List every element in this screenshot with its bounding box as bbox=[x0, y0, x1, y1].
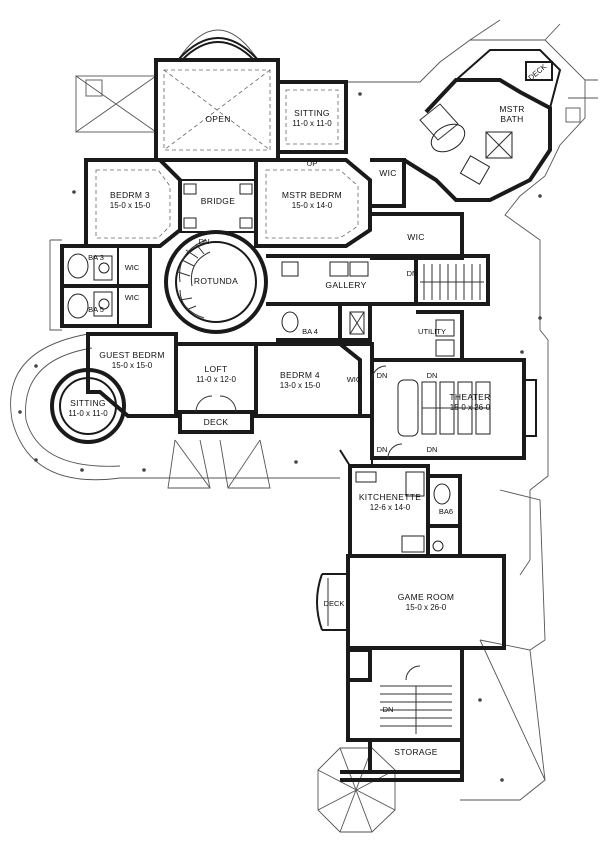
room-labels: OPEN SITTING 11-0 x 11-0 UP MSTR BATH DE… bbox=[68, 62, 548, 757]
room-label-bridge: BRIDGE bbox=[201, 196, 235, 206]
room-label-open: OPEN bbox=[205, 114, 230, 124]
room-label-wic-5: WIC bbox=[347, 375, 362, 384]
roof-lines bbox=[10, 19, 598, 833]
room-dim-bedrm4: 13-0 x 15-0 bbox=[280, 381, 321, 390]
room-label-wic-4: WIC bbox=[125, 293, 140, 302]
room-label-ba5: BA 5 bbox=[88, 305, 104, 314]
room-dim-sitting-top: 11-0 x 11-0 bbox=[292, 119, 332, 128]
room-label-mstr-bath-2: BATH bbox=[500, 114, 523, 124]
room-label-mstr-bedrm: MSTR BEDRM bbox=[282, 190, 342, 200]
exterior-walls bbox=[50, 37, 562, 782]
room-label-wic-1: WIC bbox=[379, 168, 396, 178]
room-label-sitting-left: SITTING bbox=[70, 398, 106, 408]
room-label-rotunda: ROTUNDA bbox=[194, 276, 238, 286]
stair-label-dn-low: DN bbox=[383, 705, 394, 714]
room-dim-sitting-left: 11-0 x 11-0 bbox=[68, 409, 108, 418]
room-label-deck-low: DECK bbox=[324, 599, 345, 608]
room-label-wic-3: WIC bbox=[125, 263, 140, 272]
stair-label-dn-3: DN bbox=[377, 445, 388, 454]
room-dim-kitchenette: 12-6 x 14-0 bbox=[370, 503, 411, 512]
room-label-mstr-bath-1: MSTR bbox=[499, 104, 524, 114]
room-label-storage: STORAGE bbox=[394, 747, 438, 757]
stair-label-dn-rotunda: DN bbox=[199, 237, 210, 246]
room-label-bedrm3: BEDRM 3 bbox=[110, 190, 150, 200]
room-label-loft: LOFT bbox=[205, 364, 228, 374]
fixtures bbox=[67, 69, 513, 734]
room-label-wic-2: WIC bbox=[407, 232, 424, 242]
room-label-sitting-top: SITTING bbox=[294, 108, 330, 118]
room-label-guest-bedrm: GUEST BEDRM bbox=[99, 350, 165, 360]
room-dim-theater: 15-0 x 26-0 bbox=[450, 403, 491, 412]
room-label-ba4: BA 4 bbox=[302, 327, 318, 336]
room-dim-mstr-bedrm: 15-0 x 14-0 bbox=[292, 201, 333, 210]
stair-label-dn-1: DN bbox=[377, 371, 388, 380]
room-label-kitchenette: KITCHENETTE bbox=[359, 492, 421, 502]
room-dim-bedrm3: 15-0 x 15-0 bbox=[110, 201, 151, 210]
stair-label-dn-4: DN bbox=[427, 445, 438, 454]
balcony-dots bbox=[18, 92, 542, 782]
room-label-gallery: GALLERY bbox=[325, 280, 366, 290]
room-label-theater: THEATER bbox=[449, 392, 490, 402]
stair-label-dn: DN bbox=[407, 269, 418, 278]
room-dim-game-room: 15-0 x 26-0 bbox=[406, 603, 447, 612]
room-label-bedrm4: BEDRM 4 bbox=[280, 370, 320, 380]
stair-label-up: UP bbox=[307, 159, 317, 168]
room-label-deck-mid: DECK bbox=[204, 417, 229, 427]
room-label-utility: UTILITY bbox=[418, 327, 446, 336]
room-label-game-room: GAME ROOM bbox=[398, 592, 455, 602]
room-dim-loft: 11-0 x 12-0 bbox=[196, 375, 236, 384]
room-label-ba3: BA 3 bbox=[88, 253, 104, 262]
stair-label-dn-2: DN bbox=[427, 371, 438, 380]
room-label-ba6: BA6 bbox=[439, 507, 453, 516]
room-dim-guest-bedrm: 15-0 x 15-0 bbox=[112, 361, 153, 370]
